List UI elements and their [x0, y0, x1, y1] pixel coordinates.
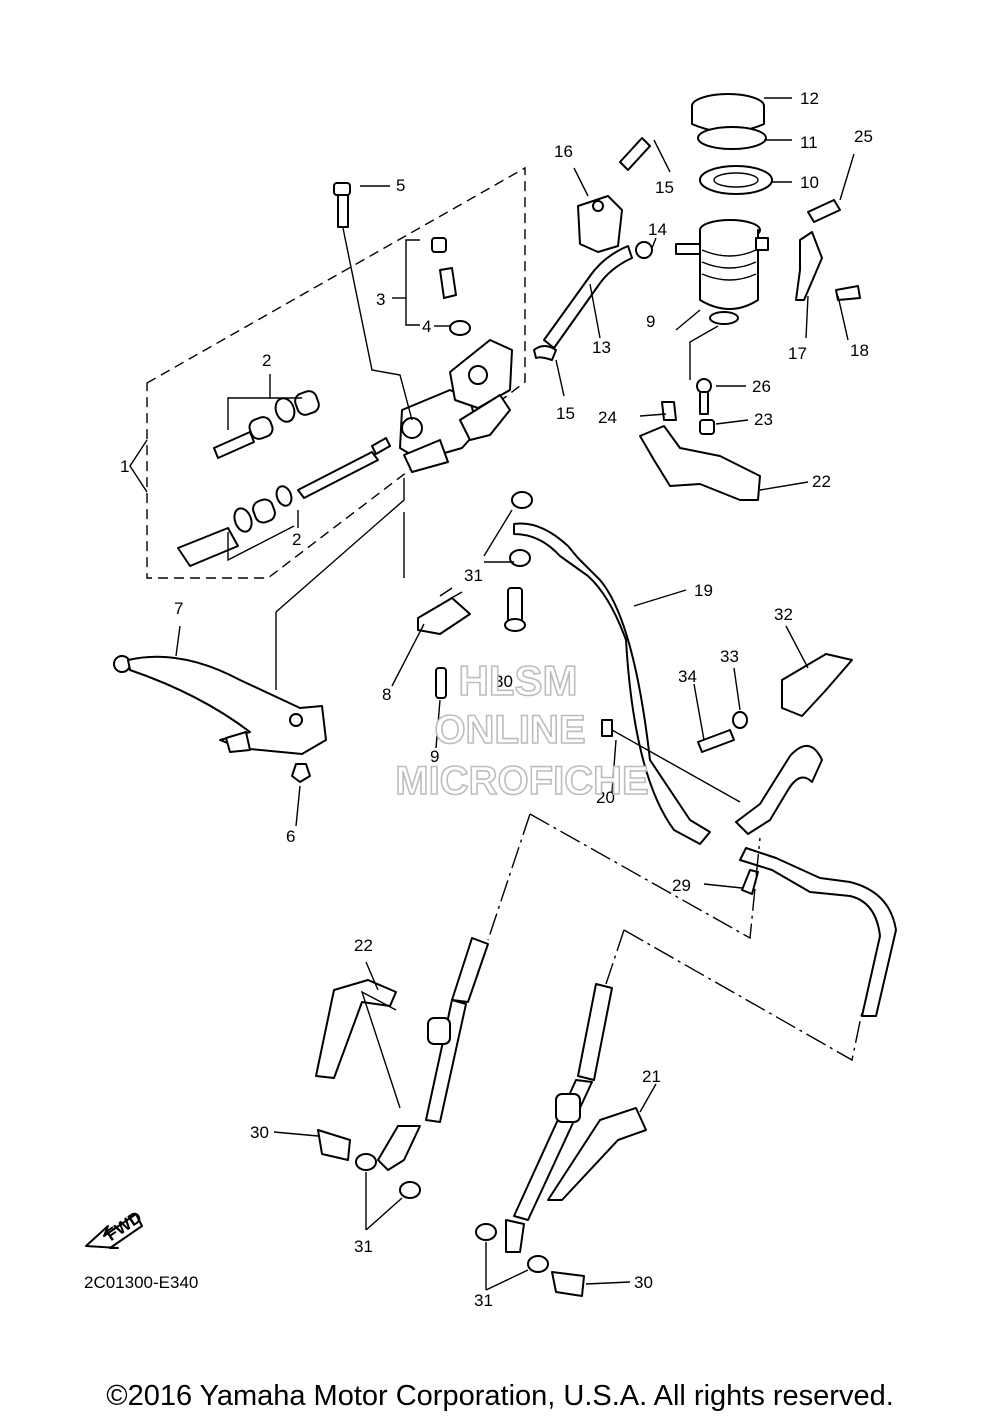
drawing-code: 2C01300-E340 [84, 1273, 199, 1292]
callout-31-center: 31 [464, 566, 483, 585]
lever-nut [291, 763, 311, 783]
reservoir-bracket [639, 425, 761, 501]
callout-22: 21 [642, 1067, 661, 1086]
holder-clamp [577, 195, 623, 253]
callout-3: 3 [376, 290, 385, 309]
callout-25: 23 [754, 410, 773, 429]
callout-31-left: 31 [354, 1237, 373, 1256]
cable-tie [601, 719, 741, 803]
joint-bolt [741, 869, 759, 895]
callout-15-upper: 14 [648, 220, 667, 239]
callout-32: 32 [774, 605, 793, 624]
callout-11: 10 [800, 173, 819, 192]
reservoir-screw [807, 199, 841, 223]
callout-31-right: 31 [474, 1291, 493, 1310]
callout-29: 29 [672, 876, 691, 895]
callout-24: 22 [812, 472, 831, 491]
callout-30-left: 30 [250, 1123, 269, 1142]
callout-5: 5 [396, 176, 405, 195]
callout-34: 34 [678, 667, 697, 686]
callout-9: 9 [430, 747, 439, 766]
brake-switch [417, 587, 471, 635]
reservoir-tank [675, 219, 769, 325]
callout-27: 25 [854, 127, 873, 146]
callout-28: 26 [752, 377, 771, 396]
damper-plate [661, 401, 677, 421]
callout-2-lower: 2 [292, 530, 301, 549]
assembly-group-outline [146, 166, 526, 579]
union-bolt [431, 237, 471, 336]
callout-13: 12 [800, 89, 819, 108]
hose-holder-left [315, 979, 397, 1079]
piston-kit-upper [213, 390, 320, 459]
callout-8: 8 [382, 685, 391, 704]
master-cylinder-body [399, 339, 513, 473]
hose-guide [781, 653, 853, 717]
copyright-notice: ©2016 Yamaha Motor Corporation, U.S.A. A… [106, 1380, 894, 1412]
collar [699, 419, 715, 435]
callout-4: 4 [422, 317, 431, 336]
callout-7: 7 [174, 599, 183, 618]
callout-17: 15 [655, 178, 674, 197]
watermark-line-3: MICROFICHE [395, 759, 648, 803]
brake-hose-right [505, 983, 613, 1253]
clamp-bolt [619, 137, 651, 171]
callout-23: 22 [354, 936, 373, 955]
brake-hose-left [377, 937, 489, 1171]
reservoir-cap [691, 93, 773, 195]
callout-14: 13 [592, 338, 611, 357]
union-bolt-center [504, 587, 526, 632]
callout-2-upper: 2 [262, 351, 271, 370]
reservoir-stay [795, 231, 823, 301]
guide-bolt [697, 729, 735, 753]
callout-20: 19 [694, 581, 713, 600]
switch-screw [435, 667, 447, 699]
forward-arrow-icon: FWD [85, 1207, 145, 1249]
pivot-bolt [333, 182, 351, 228]
brake-pipe [739, 847, 897, 1017]
callout-12: 11 [800, 133, 818, 152]
callout-30-right: 30 [634, 1273, 653, 1292]
callout-26: 24 [598, 408, 617, 427]
watermark: HLSM ONLINE MICROFICHE [395, 656, 650, 804]
callout-15-lower: 15 [556, 404, 575, 423]
reservoir-hose [533, 241, 653, 361]
callout-6: 6 [286, 827, 295, 846]
brake-hose [513, 522, 823, 845]
callout-16: 16 [554, 142, 573, 161]
callout-1: 1 [120, 457, 129, 476]
callout-leaders [175, 97, 855, 1291]
callout-19: 18 [850, 341, 869, 360]
piston-kit-lower [177, 437, 391, 567]
stay-bolt [835, 285, 861, 301]
callout-18: 17 [788, 344, 807, 363]
watermark-line-2: ONLINE [434, 708, 585, 752]
bracket-bolt [696, 378, 712, 415]
callout-33: 33 [720, 647, 739, 666]
brake-lever [113, 655, 327, 755]
callout-10: 9 [646, 312, 655, 331]
callout-30-center: 30 [494, 672, 513, 691]
union-bolt-right [551, 1271, 585, 1297]
callout-labels: 12 11 10 25 15 16 14 13 15 9 17 18 26 23… [120, 89, 873, 1310]
union-bolt-left [317, 1129, 351, 1161]
hose-holder-right [547, 1107, 647, 1201]
callout-21: 20 [596, 788, 615, 807]
watermark-line-1: HLSM [459, 657, 578, 704]
